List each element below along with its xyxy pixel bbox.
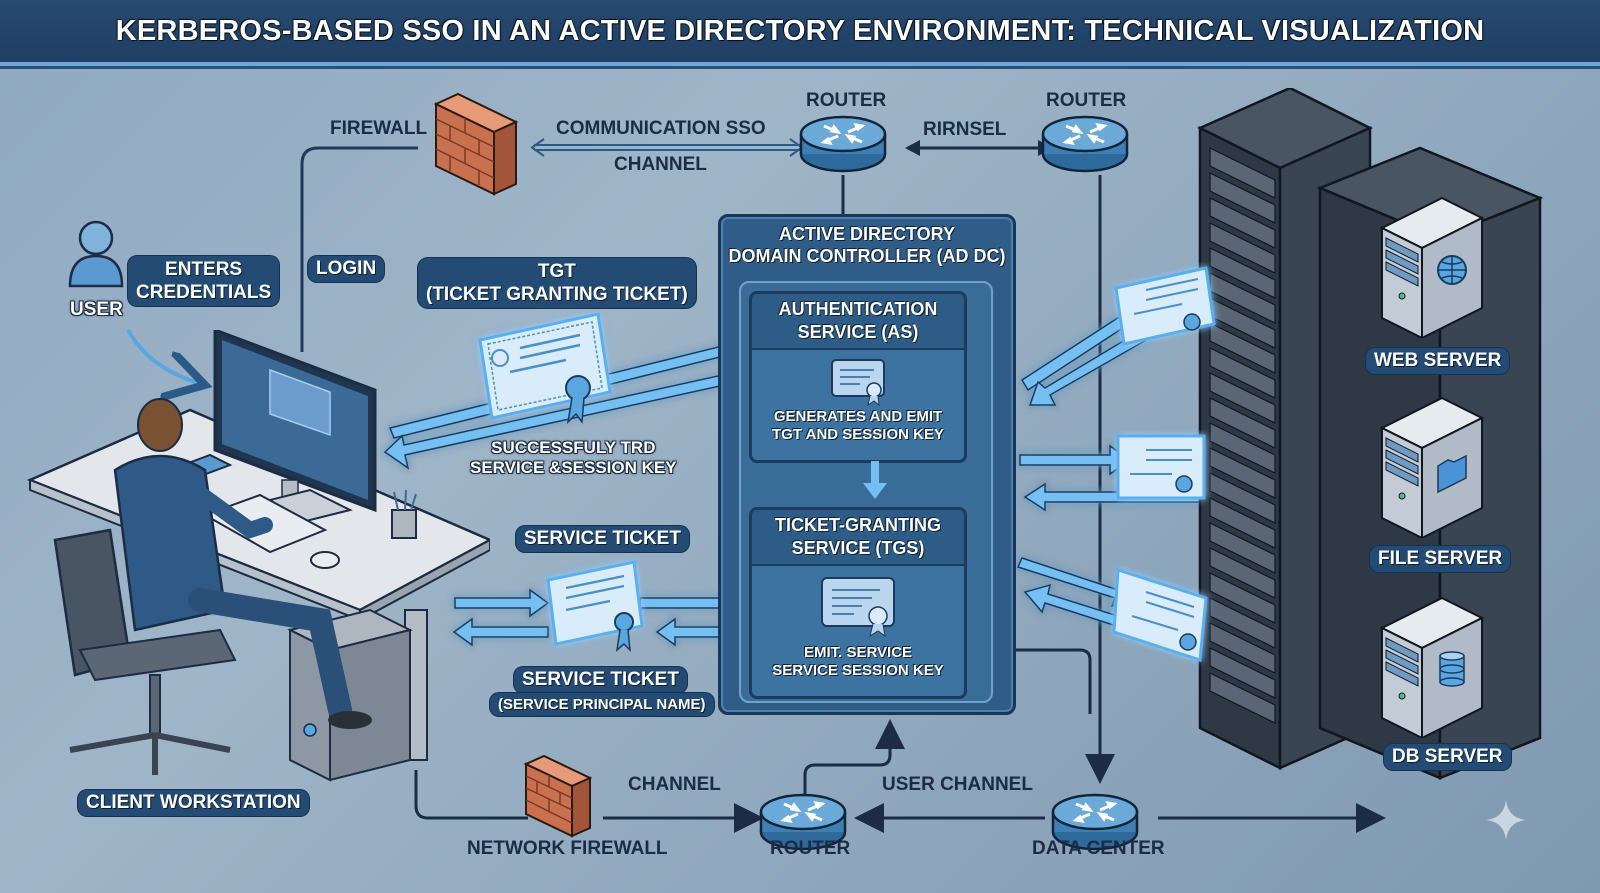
user-icon — [68, 220, 124, 288]
enters-credentials-badge: ENTERS CREDENTIALS — [128, 256, 280, 306]
service-response-arrow-2 — [452, 617, 549, 647]
tgt-line2: (TICKET GRANTING TICKET) — [426, 284, 688, 305]
router1-icon — [799, 115, 887, 173]
as-title-line1: AUTHENTICATION — [778, 299, 938, 319]
page-title: KERBEROS-BASED SSO IN AN ACTIVE DIRECTOR… — [115, 14, 1485, 47]
success-line1: SUCCESSFULY TRD — [491, 438, 656, 457]
file-ticket-certificate-icon — [1116, 434, 1206, 500]
file-server-icon — [1379, 396, 1485, 538]
data-center-label: DATA CENTER — [1032, 838, 1165, 859]
comm-sso-channel-arrow — [530, 138, 804, 157]
tgs-title: TICKET-GRANTING SERVICE (TGS) — [752, 510, 964, 566]
network-firewall-label: NETWORK FIREWALL — [467, 838, 668, 859]
as-desc-line2: TGT AND SESSION KEY — [772, 426, 944, 443]
as-certificate-icon — [831, 359, 885, 406]
firewall-label: FIREWALL — [330, 118, 428, 139]
ticket-granting-service-box: TICKET-GRANTING SERVICE (TGS) EMIT. SERV… — [749, 507, 967, 699]
file-server-label: FILE SERVER — [1370, 546, 1511, 572]
service-request-arrow-1 — [454, 588, 550, 618]
web-ticket-certificate-icon — [1114, 266, 1216, 346]
router1-label: ROUTER — [806, 90, 887, 111]
service-ticket-certificate-icon — [546, 560, 644, 653]
as-title: AUTHENTICATION SERVICE (AS) — [752, 294, 964, 350]
tgs-title-line1: TICKET-GRANTING — [775, 515, 941, 535]
as-title-line2: SERVICE (AS) — [797, 322, 919, 342]
router-link-label: RIRNSEL — [923, 119, 1007, 140]
service-ticket-badge-bottom: SERVICE TICKET — [514, 667, 687, 693]
login-line — [300, 146, 418, 352]
as-to-tgs-arrow — [863, 461, 887, 499]
web-server-icon — [1379, 196, 1485, 338]
login-badge: LOGIN — [308, 256, 385, 282]
user-label: USER — [70, 299, 123, 320]
sparkle-icon — [1486, 800, 1526, 840]
router-to-addc-line — [803, 719, 905, 798]
authentication-service-box: AUTHENTICATION SERVICE (AS) GENERATES AN… — [749, 291, 967, 463]
tgs-description: EMIT. SERVICE SERVICE SESSION KEY — [752, 644, 964, 680]
enters-credentials-line2: CREDENTIALS — [136, 282, 272, 303]
success-line2: SERVICE &SESSION KEY — [470, 458, 677, 477]
client-workstation-badge: CLIENT WORKSTATION — [78, 790, 309, 816]
user-to-monitor-arrow — [126, 329, 205, 385]
database-icon — [1439, 651, 1465, 687]
ad-dc-title-line1: ACTIVE DIRECTORY — [778, 224, 956, 244]
as-desc-line1: GENERATES AND EMIT — [773, 408, 943, 425]
enters-credentials-line1: ENTERS — [165, 259, 243, 280]
network-firewall-brick-icon — [523, 754, 593, 838]
as-description: GENERATES AND EMIT TGT AND SESSION KEY — [752, 408, 964, 444]
web-server-label: WEB SERVER — [1366, 348, 1510, 374]
tgt-line1: TGT — [537, 261, 576, 282]
user-channel-label: USER CHANNEL — [882, 774, 1033, 795]
tgs-desc-line2: SERVICE SESSION KEY — [772, 662, 944, 679]
client-workstation-illustration — [26, 330, 490, 782]
folder-icon — [1437, 454, 1467, 494]
tgt-certificate-icon — [478, 312, 612, 425]
db-ticket-certificate-icon — [1112, 567, 1208, 663]
bottom-router-label: ROUTER — [770, 838, 851, 859]
firewall-brick-icon — [433, 92, 519, 196]
router2-label: ROUTER — [1046, 90, 1127, 111]
db-server-label: DB SERVER — [1384, 744, 1511, 770]
data-center-router-icon — [1051, 793, 1139, 851]
ad-dc-title-line2: DOMAIN CONTROLLER (AD DC) — [728, 246, 1006, 266]
service-ticket-badge-top: SERVICE TICKET — [516, 526, 689, 552]
title-bar: KERBEROS-BASED SSO IN AN ACTIVE DIRECTOR… — [0, 0, 1600, 66]
router2-icon — [1041, 115, 1129, 173]
tgt-badge: TGT (TICKET GRANTING TICKET) — [418, 258, 696, 308]
service-principal-badge: (SERVICE PRINCIPAL NAME) — [490, 693, 714, 716]
router-link-arrow — [905, 140, 1053, 156]
ad-domain-controller-box: ACTIVE DIRECTORY DOMAIN CONTROLLER (AD D… — [718, 214, 1016, 715]
success-label: SUCCESSFULY TRD SERVICE &SESSION KEY — [470, 438, 677, 478]
tgs-certificate-icon — [821, 577, 895, 638]
comm-sso-label-line1: COMMUNICATION SSO — [556, 118, 766, 139]
workstation-to-firewall-line — [414, 770, 528, 820]
tgs-desc-line1: EMIT. SERVICE — [803, 644, 913, 661]
bottom-channel-label: CHANNEL — [628, 774, 721, 795]
db-server-icon — [1379, 596, 1485, 738]
tgs-title-line2: SERVICE (TGS) — [791, 538, 925, 558]
ad-dc-title: ACTIVE DIRECTORY DOMAIN CONTROLLER (AD D… — [721, 223, 1013, 267]
bottom-router-icon — [759, 793, 847, 851]
comm-sso-label-line2: CHANNEL — [614, 154, 707, 175]
